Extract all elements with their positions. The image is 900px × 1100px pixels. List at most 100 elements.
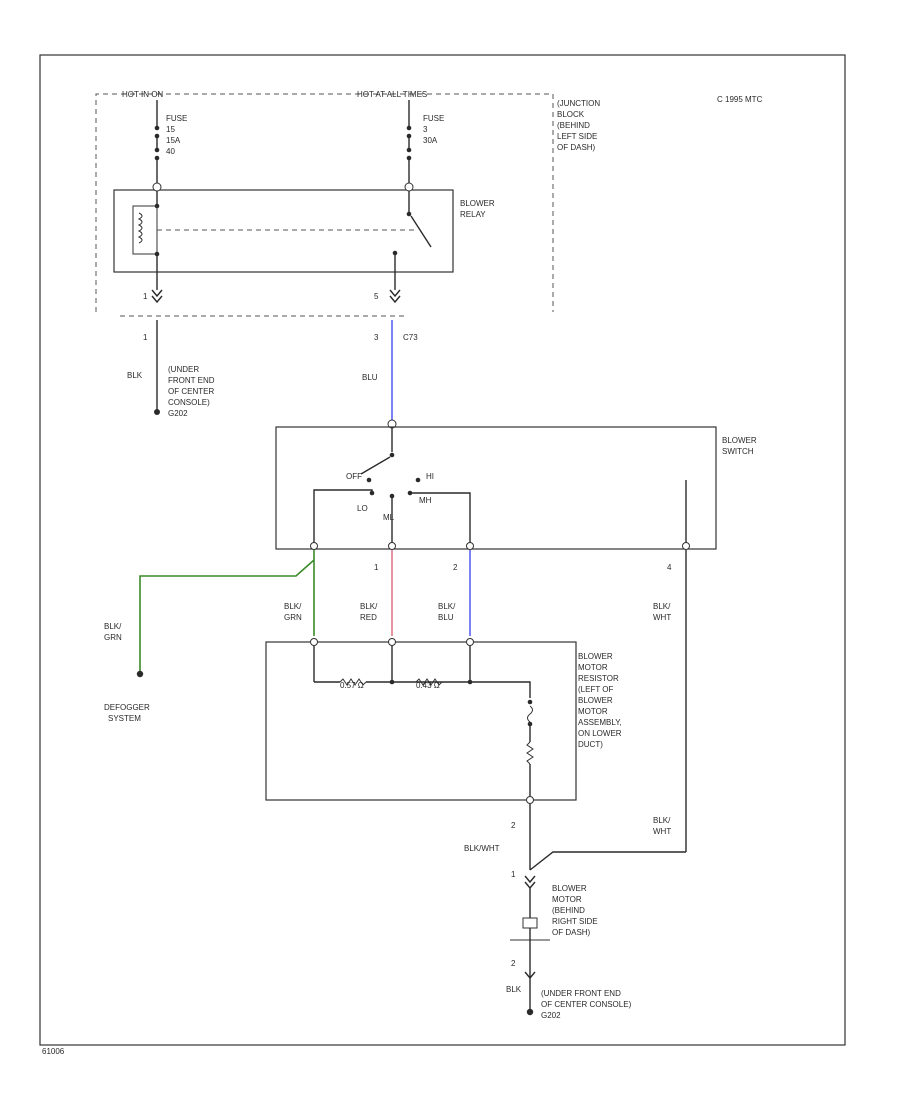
hot-at-all-times-label: HOT AT ALL TIMES [357,90,427,99]
motor-pin-2: 2 [511,821,516,830]
svg-text:BLOWER: BLOWER [460,199,495,208]
wire-blk-wht-right: BLK/ WHT [653,816,671,836]
switch-pin-4: 4 [667,563,672,572]
svg-text:FUSE: FUSE [423,114,444,123]
svg-text:BLK/: BLK/ [284,602,302,611]
svg-text:15A: 15A [166,136,181,145]
resistor-1 [339,678,367,686]
switch-pin-2: 2 [453,563,458,572]
diagram-frame [39,54,846,1046]
svg-text:OF DASH): OF DASH) [557,143,596,152]
svg-text:BLOCK: BLOCK [557,110,585,119]
conn-pin-3: 3 [374,333,379,342]
blower-resistor-box [265,641,577,801]
blower-relay-box [113,189,454,273]
svg-text:40: 40 [166,147,175,156]
svg-text:WHT: WHT [653,613,671,622]
wire-blk-grn-left: BLK/ GRN [104,622,122,642]
relay-pin-1: 1 [143,292,148,301]
svg-text:(UNDER: (UNDER [168,365,199,374]
svg-text:15: 15 [166,125,175,134]
svg-text:(BEHIND: (BEHIND [552,906,585,915]
svg-text:ASSEMBLY,: ASSEMBLY, [578,718,622,727]
svg-text:DUCT): DUCT) [578,740,603,749]
svg-text:OF DASH): OF DASH) [552,928,591,937]
conn-pin-1: 1 [143,333,148,342]
blower-motor-label: BLOWER MOTOR (BEHIND RIGHT SIDE OF DASH) [552,884,598,937]
switch-pos-hi: HI [426,472,434,481]
svg-text:BLOWER: BLOWER [578,696,613,705]
blower-resistor-label: BLOWER MOTOR RESISTOR (LEFT OF BLOWER MO… [578,652,622,749]
svg-text:MOTOR: MOTOR [578,663,608,672]
svg-text:G202: G202 [168,409,188,418]
svg-text:OF CENTER: OF CENTER [168,387,214,396]
svg-text:BLK/: BLK/ [104,622,122,631]
switch-pos-lo: LO [357,504,368,513]
switch-arm [360,456,391,475]
svg-text:BLK/: BLK/ [653,816,671,825]
svg-text:WHT: WHT [653,827,671,836]
ground-g202-upper: (UNDER FRONT END OF CENTER CONSOLE) G202 [168,365,215,418]
resistor-2 [415,678,443,686]
svg-text:ON LOWER: ON LOWER [578,729,622,738]
switch-pos-mh: MH [419,496,432,505]
junction-block-outline [95,93,554,312]
hot-in-on-label: HOT IN ON [122,90,163,99]
svg-text:BLOWER: BLOWER [552,884,587,893]
svg-text:(UNDER FRONT END: (UNDER FRONT END [541,989,621,998]
footer-code: 61006 [42,1047,65,1056]
svg-text:G202: G202 [541,1011,561,1020]
svg-text:BLK/: BLK/ [438,602,456,611]
blower-switch-box [275,426,717,550]
svg-text:BLK/: BLK/ [360,602,378,611]
svg-text:RIGHT SIDE: RIGHT SIDE [552,917,598,926]
resistor-value-1: 0.57 Ω [340,681,364,690]
switch-pin-1: 1 [374,563,379,572]
svg-text:SWITCH: SWITCH [722,447,754,456]
motor-pin-1: 1 [511,870,516,879]
junction-block-label: (JUNCTION BLOCK (BEHIND LEFT SIDE OF DAS… [557,99,600,152]
svg-text:(BEHIND: (BEHIND [557,121,590,130]
svg-text:BLOWER: BLOWER [578,652,613,661]
wire-blk-grn: BLK/ GRN [284,602,302,622]
wire-blk-red: BLK/ RED [360,602,378,622]
svg-text:RESISTOR: RESISTOR [578,674,619,683]
resistor-value-2: 0.43 Ω [416,681,440,690]
fuse-3-label: FUSE 3 30A [423,114,444,145]
copyright-label: C 1995 MTC [717,95,763,104]
svg-text:FRONT END: FRONT END [168,376,215,385]
svg-text:LEFT SIDE: LEFT SIDE [557,132,597,141]
svg-text:CONSOLE): CONSOLE) [168,398,210,407]
svg-text:SYSTEM: SYSTEM [108,714,141,723]
svg-text:GRN: GRN [284,613,302,622]
thermal-fuse [527,705,533,723]
wire-blk-left: BLK [127,371,143,380]
resistor-3 [526,741,534,765]
wire-blk-wht-lower: BLK/WHT [464,844,500,853]
blower-relay-label: BLOWER RELAY [460,199,495,219]
relay-coil [132,205,158,255]
svg-text:BLK/: BLK/ [653,602,671,611]
svg-text:GRN: GRN [104,633,122,642]
ground-g202-lower: (UNDER FRONT END OF CENTER CONSOLE) G202 [541,989,632,1020]
svg-text:(JUNCTION: (JUNCTION [557,99,600,108]
svg-text:BLOWER: BLOWER [722,436,757,445]
fuse-15-label: FUSE 15 15A 40 [166,114,187,156]
svg-text:3: 3 [423,125,428,134]
svg-text:RED: RED [360,613,377,622]
wire-blk-bottom: BLK [506,985,522,994]
ground-pin-2: 2 [511,959,516,968]
svg-text:(LEFT OF: (LEFT OF [578,685,614,694]
svg-text:30A: 30A [423,136,438,145]
relay-pin-5: 5 [374,292,379,301]
switch-pos-off: OFF [346,472,362,481]
svg-text:FUSE: FUSE [166,114,187,123]
blower-switch-label: BLOWER SWITCH [722,436,757,456]
svg-text:MOTOR: MOTOR [578,707,608,716]
relay-contact [410,215,432,248]
wire-blk-blu: BLK/ BLU [438,602,456,622]
wire-blu-label: BLU [362,373,378,382]
green-defogger-wire [139,550,315,672]
svg-text:DEFOGGER: DEFOGGER [104,703,150,712]
svg-text:RELAY: RELAY [460,210,486,219]
